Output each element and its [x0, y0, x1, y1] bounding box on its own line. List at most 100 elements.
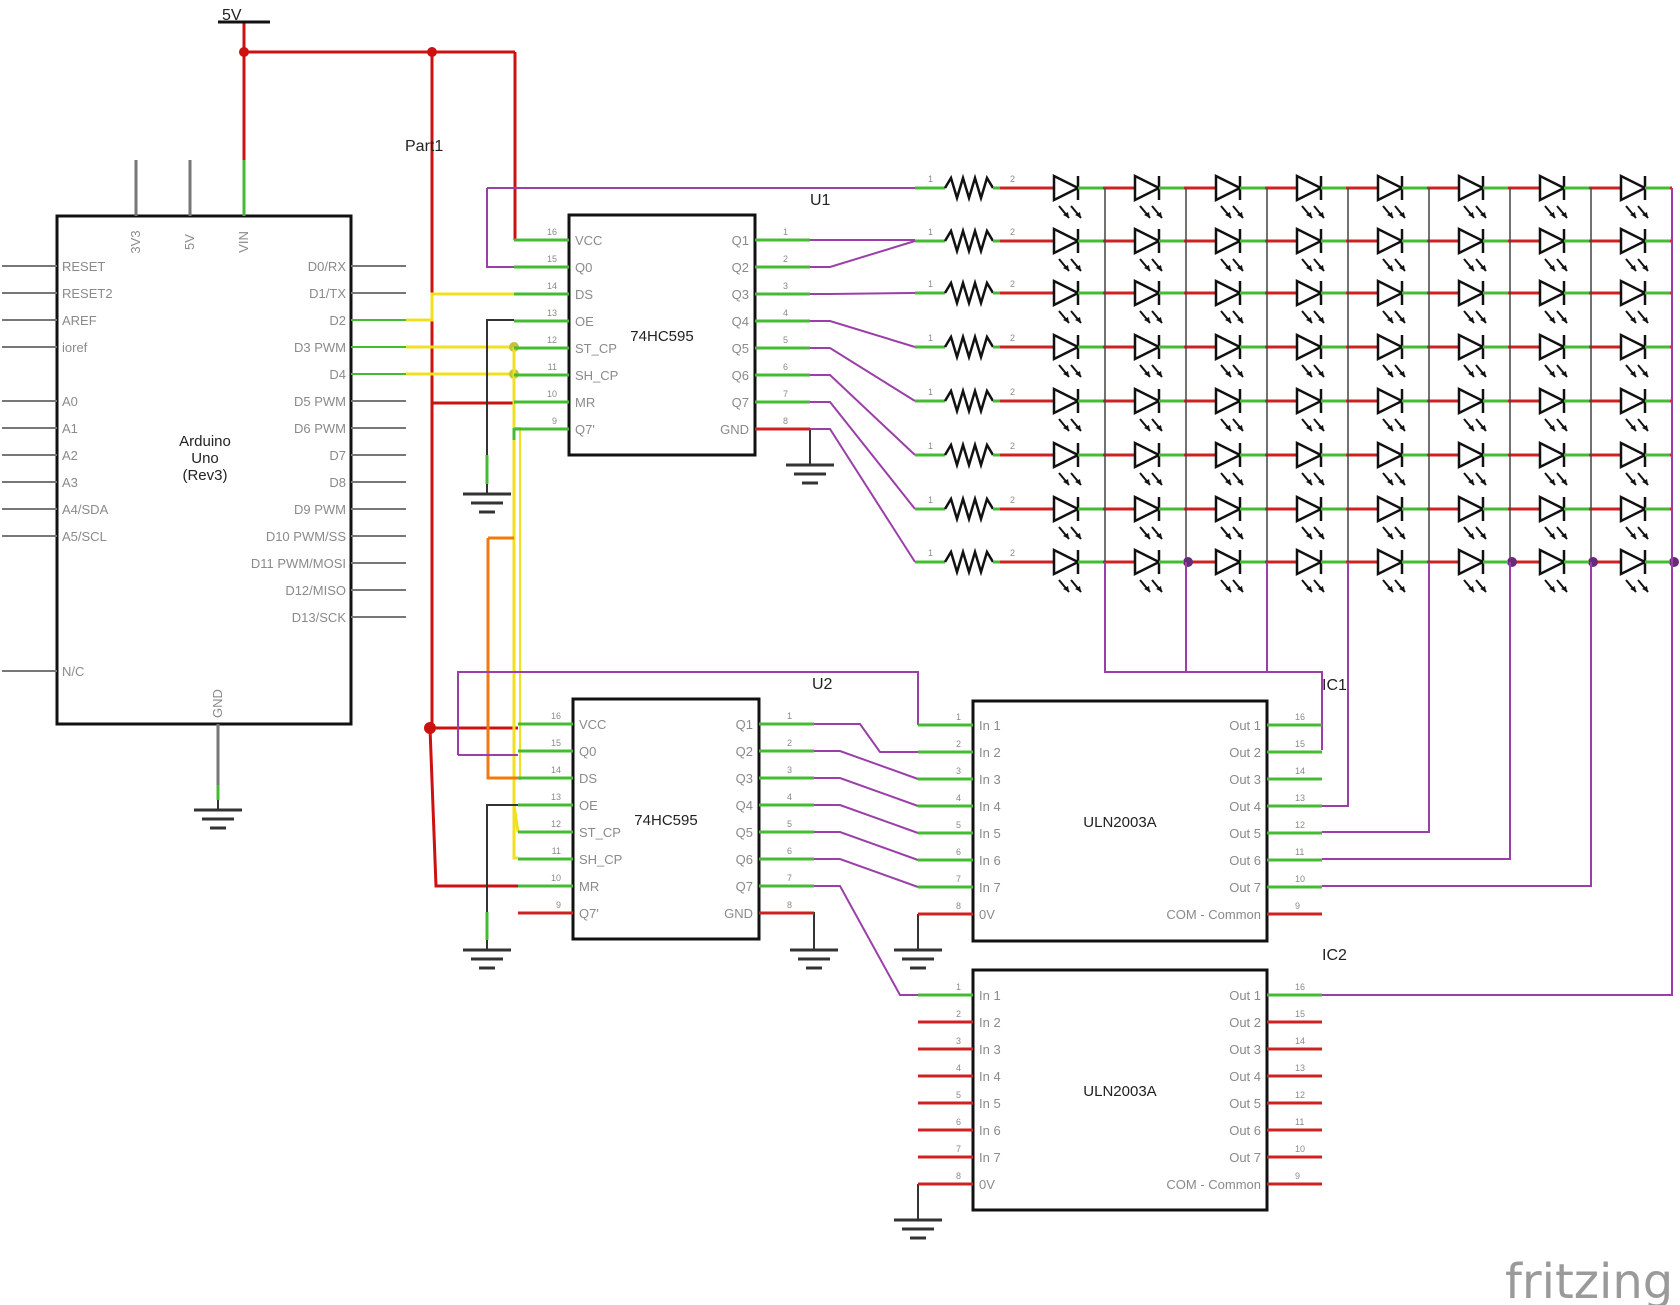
shift-register-u1: 74HC595VCC16Q015DS14OE13ST_CP12SH_CP11MR…: [514, 213, 810, 457]
resistor-pin-number: 2: [1010, 333, 1015, 343]
led-r3-c8: [1619, 278, 1670, 324]
led-arrowhead: [1075, 586, 1081, 592]
uln2003a-ic2-pin-label: In 6: [979, 1123, 1001, 1138]
led-arrowhead: [1144, 265, 1150, 271]
shift-register-u1-pin-number: 16: [547, 227, 557, 237]
wire-shcp-u2: [512, 374, 518, 860]
shift-register-u1-pin-number: 2: [783, 254, 788, 264]
led-arrowhead: [1063, 317, 1069, 323]
led-r7-c5: [1376, 494, 1427, 540]
wire-u2-q1: [814, 723, 918, 753]
wire-row-4: [810, 320, 916, 348]
led-arrowhead: [1642, 371, 1648, 377]
led-triangle: [1214, 440, 1243, 470]
resistor-zigzag: [943, 547, 995, 577]
led-triangle: [1376, 547, 1405, 577]
led-triangle: [1133, 173, 1162, 203]
wire-mr-u1: [430, 52, 514, 405]
led-r6-c3: [1214, 440, 1265, 486]
led-triangle: [1133, 386, 1162, 416]
shift-register-u1-body: [567, 213, 757, 457]
led-r6-c4: [1295, 440, 1346, 486]
resistor-pin-number: 2: [1010, 279, 1015, 289]
led-arrowhead: [1225, 265, 1231, 271]
uln2003a-ic2-pin-number: 11: [1295, 1117, 1304, 1127]
resistor-pin-number: 1: [928, 387, 933, 397]
wire-q0-u1: [486, 188, 514, 268]
led-arrowhead: [1156, 371, 1162, 377]
uln2003a-ic1-pin-number: 2: [956, 739, 961, 749]
led-arrowhead: [1399, 212, 1405, 218]
shift-register-u2-pin-label: Q7: [736, 879, 753, 894]
resistor-pin-number: 2: [1010, 227, 1015, 237]
arduino-pin-label: D13/SCK: [292, 610, 347, 625]
led-arrowhead: [1549, 317, 1555, 323]
led-arrowhead: [1306, 533, 1312, 539]
uln2003a-ic2-pin-number: 2: [956, 1009, 961, 1019]
arduino-pin-label: D5 PWM: [294, 394, 346, 409]
led-triangle: [1619, 494, 1648, 524]
led-arrowhead: [1144, 317, 1150, 323]
led-triangle: [1295, 494, 1324, 524]
shift-register-u1-pin-number: 13: [547, 308, 557, 318]
uln2003a-ic1-body: [971, 699, 1269, 943]
uln2003a-ic2-pin-number: 12: [1295, 1090, 1305, 1100]
led-arrowhead: [1561, 479, 1567, 485]
uln2003a-ic1-pin-label: Out 4: [1229, 799, 1261, 814]
led-triangle: [1295, 278, 1324, 308]
arduino-pin-label: D8: [329, 475, 346, 490]
led-arrowhead: [1063, 265, 1069, 271]
wire-u2-q5: [814, 831, 919, 861]
led-arrowhead: [1561, 371, 1567, 377]
led-triangle: [1619, 440, 1648, 470]
led-triangle: [1538, 494, 1567, 524]
led-arrowhead: [1156, 212, 1162, 218]
led-triangle: [1052, 278, 1081, 308]
uln2003a-ic2-pin-number: 16: [1295, 982, 1305, 992]
led-arrowhead: [1387, 265, 1393, 271]
uln2003a-ic2-pin-label: In 5: [979, 1096, 1001, 1111]
shift-register-u1-pin-number: 9: [552, 416, 557, 426]
led-r6-c7: [1538, 440, 1589, 486]
shift-register-u2-pin-label: VCC: [579, 717, 606, 732]
led-arrowhead: [1630, 212, 1636, 218]
arduino-pin-label: D9 PWM: [294, 502, 346, 517]
uln2003a-ic2-pin-number: 6: [956, 1117, 961, 1127]
shift-register-u1-pin-label: Q2: [732, 260, 749, 275]
uln2003a-ic1-pin-number: 3: [956, 766, 961, 776]
u1-label: U1: [810, 192, 831, 209]
led-triangle: [1133, 494, 1162, 524]
wire-col-8: [1322, 188, 1673, 996]
led-arrowhead: [1387, 479, 1393, 485]
wire-row-7: [810, 401, 916, 510]
led-arrowhead: [1642, 586, 1648, 592]
shift-register-u2-pin-number: 3: [787, 765, 792, 775]
uln2003a-ic2-pin-label: In 4: [979, 1069, 1001, 1084]
led-arrowhead: [1399, 479, 1405, 485]
shift-register-u1-pin-label: Q7: [732, 395, 749, 410]
led-arrowhead: [1225, 317, 1231, 323]
led-r8-c5: [1376, 547, 1427, 593]
uln2003a-ic2-pin-number: 14: [1295, 1036, 1305, 1046]
led-triangle: [1538, 226, 1567, 256]
arduino-pin-label: D0/RX: [308, 259, 347, 274]
shift-register-u2-pin-label: Q1: [736, 717, 753, 732]
led-arrowhead: [1306, 317, 1312, 323]
led-arrowhead: [1480, 425, 1486, 431]
led-r2-c7: [1538, 226, 1589, 272]
led-r3-c1: [1052, 278, 1103, 324]
resistor-pin-number: 1: [928, 333, 933, 343]
resistor-zigzag: [943, 386, 995, 416]
led-triangle: [1376, 332, 1405, 362]
led-triangle: [1052, 386, 1081, 416]
shift-register-u2-pin-number: 16: [551, 711, 561, 721]
arduino-pin-label: A3: [62, 475, 78, 490]
led-arrowhead: [1237, 265, 1243, 271]
led-triangle: [1538, 547, 1567, 577]
wire-oe-u1: [486, 319, 514, 484]
led-column-junction: [1669, 557, 1679, 567]
